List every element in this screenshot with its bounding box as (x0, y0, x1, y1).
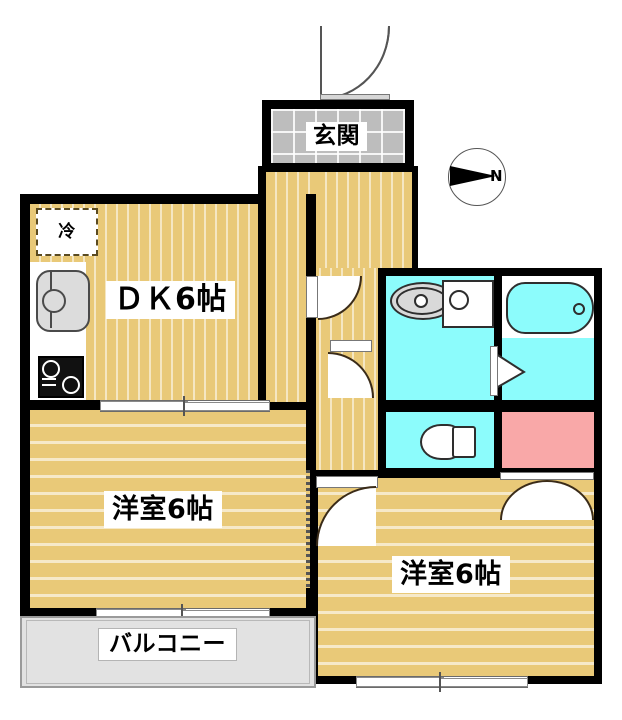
entrance-door-arc-curve (320, 26, 390, 100)
bedroom-left-door-panel (316, 476, 378, 488)
bath-folding-door-icon[interactable] (494, 352, 526, 390)
bedroom-right-double-door-panel (500, 472, 594, 480)
balcony-label: バルコニー (98, 628, 238, 661)
wash-basin-drain (414, 294, 428, 308)
bedroom-right-window-leaf-right[interactable] (440, 678, 528, 687)
bath-door-jamb (490, 346, 498, 396)
refrigerator-label: 冷 (55, 222, 79, 242)
bedroom-right-label: 洋室6帖 (392, 556, 510, 593)
dk-bedroom-sliding-tick (183, 396, 185, 416)
bedroom-right-window-leaf-left[interactable] (356, 677, 444, 687)
dk-hall-door-opening (306, 276, 318, 318)
washing-machine-dial (449, 290, 469, 310)
toilet-tank (452, 426, 476, 458)
bedroom-left-label: 洋室6帖 (104, 491, 222, 528)
hallway-floor-upper (316, 172, 412, 268)
closet-floor (502, 412, 594, 468)
dk-bedroom-sliding-leaf-left[interactable] (100, 401, 188, 411)
bathtub-drain (573, 303, 585, 315)
compass-needle-icon (448, 148, 504, 204)
genkan-label: 玄関 (306, 122, 367, 151)
bedroom-left-balcony-tick (181, 604, 183, 624)
dk-bedroom-sliding-leaf-right[interactable] (184, 402, 270, 411)
gas-stove-burner-left (42, 360, 60, 378)
kitchen-sink-bowl (42, 289, 66, 313)
bedroom-right-window-tick (439, 672, 441, 692)
entrance-door-leaf[interactable] (320, 94, 390, 100)
compass-north-label: N (490, 167, 503, 185)
gas-stove-grate-1 (42, 378, 56, 380)
balcony-inner-line (26, 620, 310, 684)
washroom-door-opening (330, 340, 372, 352)
dk-label: ＤＫ6帖 (106, 281, 235, 319)
gas-stove-grate-2 (42, 384, 56, 386)
refrigerator-space: 冷 (36, 208, 98, 256)
gas-stove-burner-right (62, 376, 80, 394)
